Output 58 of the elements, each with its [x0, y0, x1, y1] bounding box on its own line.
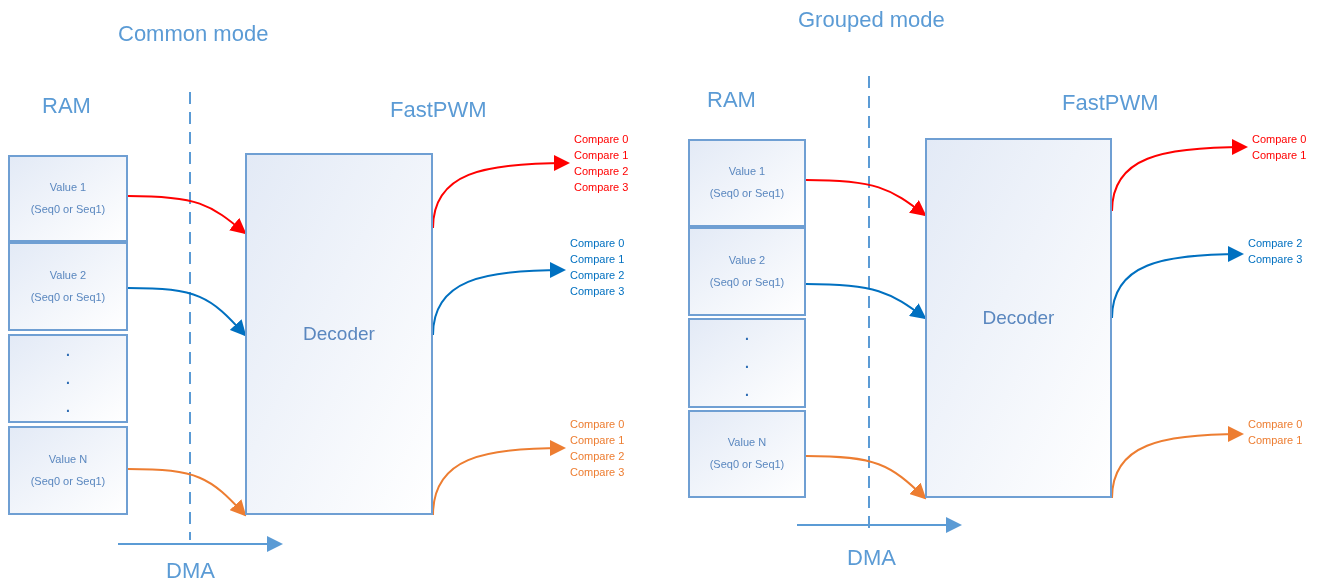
arrow: [805, 283, 927, 320]
memory-cell: [8, 426, 128, 515]
output-label: Compare 0: [1248, 417, 1303, 432]
output-label: Compare 0: [1252, 132, 1307, 147]
arrow: [805, 179, 927, 217]
part-label: DMA: [166, 557, 215, 585]
part-label: DMA: [847, 544, 896, 572]
cell-text: Value 1: [49, 180, 87, 195]
output-label: Compare 3: [1248, 252, 1303, 267]
arrow: [127, 195, 247, 235]
output-label: Compare 2: [1248, 236, 1303, 251]
title: Common mode: [118, 20, 269, 48]
output-label: Compare 3: [570, 465, 625, 480]
ellipsis-text: . . .: [65, 341, 71, 417]
memory-cell: [8, 334, 128, 423]
part-label: RAM: [42, 92, 91, 120]
cell-text: (Seq0 or Seq1): [709, 187, 785, 201]
output-label: Compare 1: [574, 148, 629, 163]
block-title: Decoder: [982, 305, 1055, 330]
memory-cell: [8, 242, 128, 331]
output-label: Compare 0: [570, 236, 625, 251]
cell-text: Value N: [48, 452, 88, 467]
cell-text: Value 2: [728, 253, 766, 268]
cell-text: (Seq0 or Seq1): [709, 458, 785, 472]
output-label: Compare 3: [574, 180, 629, 195]
memory-cell: [688, 139, 806, 227]
output-label: Compare 1: [1248, 433, 1303, 448]
arrow: [127, 287, 247, 337]
output-label: Compare 2: [570, 268, 625, 283]
part-label: FastPWM: [390, 96, 487, 124]
decoder-block: [245, 153, 433, 515]
memory-cell: [688, 318, 806, 408]
output-label: Compare 2: [574, 164, 629, 179]
output-label: Compare 2: [570, 449, 625, 464]
cell-text: (Seq0 or Seq1): [30, 474, 106, 489]
output-label: Compare 0: [570, 417, 625, 432]
memory-cell: [688, 410, 806, 498]
cell-text: Value 1: [728, 165, 766, 179]
output-label: Compare 0: [574, 132, 629, 147]
output-label: Compare 1: [1252, 148, 1307, 163]
cell-text: Value N: [727, 436, 767, 450]
title: Grouped mode: [798, 6, 945, 34]
ellipsis-text: . . .: [744, 326, 750, 401]
decoder-block: [925, 138, 1112, 498]
cell-text: (Seq0 or Seq1): [709, 275, 785, 290]
cell-text: (Seq0 or Seq1): [30, 290, 106, 305]
output-label: Compare 1: [570, 252, 625, 267]
output-label: Compare 1: [570, 433, 625, 448]
memory-cell: [688, 227, 806, 316]
block-title: Decoder: [303, 321, 375, 346]
cell-text: Value 2: [49, 268, 87, 283]
cell-text: (Seq0 or Seq1): [30, 202, 106, 217]
part-label: RAM: [707, 86, 756, 114]
memory-cell: [8, 155, 128, 242]
arrow: [127, 468, 247, 517]
output-label: Compare 3: [570, 284, 625, 299]
arrow: [805, 455, 927, 500]
part-label: FastPWM: [1062, 89, 1159, 117]
